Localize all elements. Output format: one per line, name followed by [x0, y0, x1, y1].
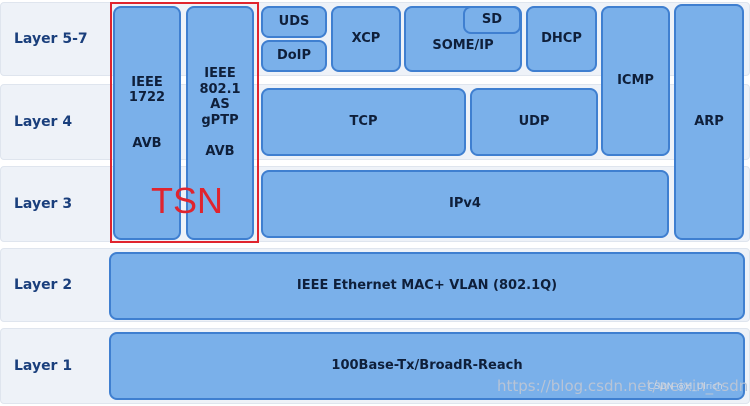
block-uds: UDS	[261, 6, 327, 38]
block-ieee-1722-avb-label: AVB	[132, 135, 162, 151]
tsn-label: TSN	[151, 180, 223, 221]
layer-label-3: Layer 3	[14, 196, 73, 212]
block-ieee-8021as-avb-label: AVB	[205, 144, 235, 160]
watermark-url: https://blog.csdn.net/weixin_csdn	[497, 377, 749, 395]
layer-label-4: Layer 4	[14, 114, 73, 130]
block-udp: UDP	[470, 88, 598, 156]
block-ieee-8021as-gptp: IEEE 802.1 AS gPTP AVB	[186, 6, 254, 240]
block-sd: SD	[463, 6, 521, 34]
block-phy-100base-tx: 100Base-Tx/BroadR-Reach	[109, 332, 745, 400]
layer-label-2: Layer 2	[14, 277, 73, 293]
tsn-highlight-frame	[110, 2, 259, 243]
block-ieee-1722-avb: IEEE 1722 AVB	[113, 6, 181, 240]
block-ethernet-mac-vlan: IEEE Ethernet MAC+ VLAN (802.1Q)	[109, 252, 745, 320]
block-doip: DoIP	[261, 40, 327, 72]
block-tcp: TCP	[261, 88, 466, 156]
block-dhcp: DHCP	[526, 6, 597, 72]
block-ieee-1722-title: IEEE 1722	[128, 74, 166, 106]
layer-label-1: Layer 1	[14, 358, 73, 374]
layer-label-5-7: Layer 5-7	[14, 31, 88, 47]
block-someip: SOME/IP	[404, 6, 522, 72]
block-arp: ARP	[674, 4, 744, 240]
block-ipv4: IPv4	[261, 170, 669, 238]
watermark-csdn: CSDN @H_Ulrich	[648, 382, 723, 392]
block-ieee-8021as-title: IEEE 802.1 AS gPTP	[199, 66, 241, 128]
block-xcp: XCP	[331, 6, 401, 72]
block-icmp: ICMP	[601, 6, 670, 156]
